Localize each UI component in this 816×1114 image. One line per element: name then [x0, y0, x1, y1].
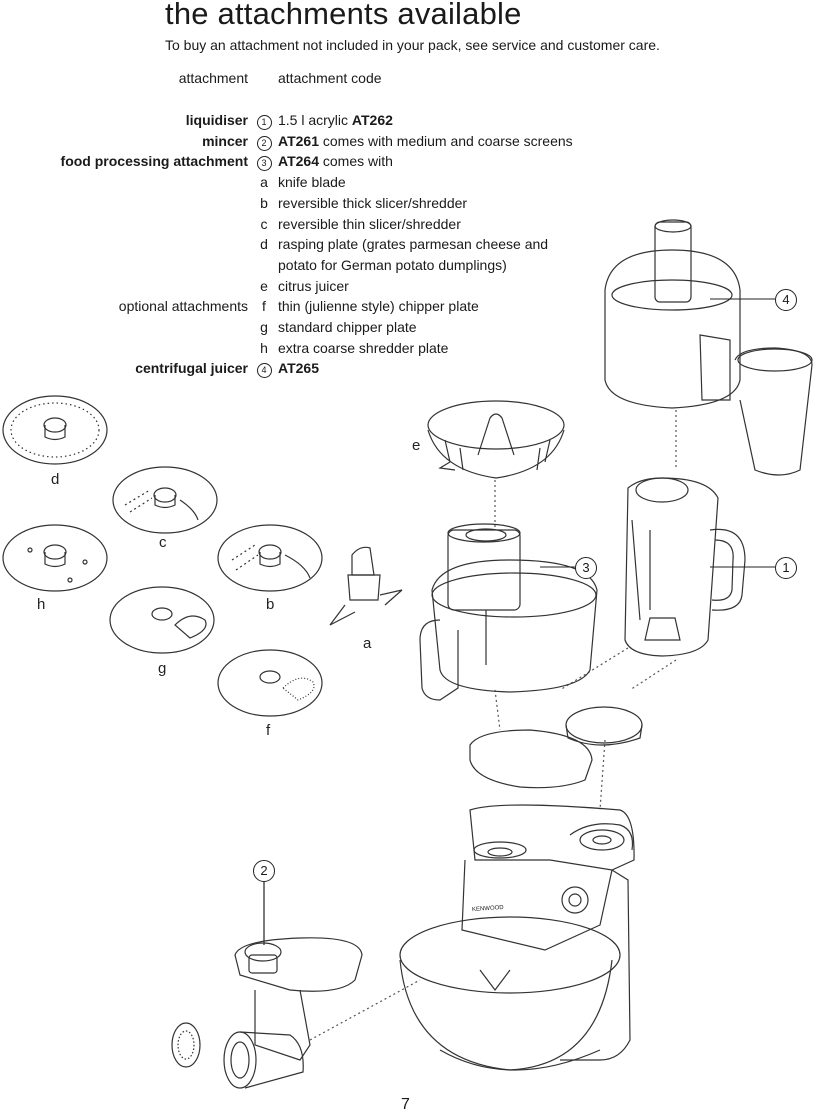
disc-label-f: f	[266, 722, 271, 739]
mincer-drawing	[171, 882, 363, 1089]
knife-blade-drawing	[329, 546, 403, 626]
attachment-row: food processing attachment 3 AT264 comes w…	[0, 151, 816, 172]
circled-number: 1	[256, 115, 272, 130]
attachment-row: mincer 2 AT261 comes with medium and coars…	[0, 131, 816, 151]
attachment-code: AT262	[351, 112, 393, 128]
attachment-description: potato for German potato dumplings)	[278, 255, 507, 275]
attachment-row: b reversible thick slicer/shredder	[0, 193, 816, 213]
attachment-description: AT265	[278, 358, 319, 378]
column-header-attachment: attachment	[178, 70, 248, 86]
callout-3: 3	[575, 557, 597, 579]
description-text: reversible thin slicer/shredder	[278, 215, 461, 232]
item-marker: f	[262, 298, 266, 315]
description-text: citrus juicer	[278, 277, 349, 294]
column-header-row: attachment attachment code	[0, 68, 816, 88]
item-marker: d	[260, 236, 268, 253]
item-marker: 2	[256, 131, 272, 151]
description-text: standard chipper plate	[278, 319, 417, 335]
disc-h-drawing	[2, 524, 108, 592]
page-title: the attachments available	[165, 0, 522, 31]
description-text: potato for German potato dumplings)	[278, 256, 507, 273]
attachment-name: mincer	[202, 132, 248, 149]
description-suffix: comes with	[318, 153, 393, 170]
disc-label-d: d	[51, 471, 60, 488]
description-text: 1.5 l acrylic	[278, 112, 352, 128]
disc-label-b: b	[266, 596, 275, 613]
disc-d-drawing	[2, 395, 108, 465]
attachment-description: extra coarse shredder plate	[278, 338, 448, 358]
callout-4: 4	[775, 289, 797, 311]
attachment-row: optional attachments f thin (julienne styl…	[0, 296, 816, 316]
attachment-row: h extra coarse shredder plate	[0, 338, 816, 358]
liquidiser-drawing	[624, 477, 746, 657]
attachment-description: AT264 comes with	[278, 151, 393, 171]
item-marker: 1	[256, 110, 272, 130]
attachment-row: g standard chipper plate	[0, 317, 816, 337]
page-subtitle: To buy an attachment not included in you…	[165, 37, 660, 53]
circled-number: 3	[256, 156, 272, 172]
circled-number: 4	[256, 363, 272, 379]
attachment-row: liquidiser 1 1.5 l acrylic AT262	[0, 110, 816, 130]
item-marker: c	[260, 215, 268, 232]
callout-1: 1	[775, 557, 797, 579]
food-processor-drawing	[419, 523, 598, 701]
centrifugal-juicer-drawing	[604, 219, 813, 476]
attachment-row: e citrus juicer	[0, 276, 816, 296]
disc-f-drawing	[217, 649, 323, 717]
description-text: rasping plate (grates parmesan cheese an…	[278, 236, 549, 253]
attachment-code: AT261	[278, 132, 319, 149]
attachment-name: optional attachments	[118, 298, 248, 315]
disc-c-drawing	[112, 466, 218, 534]
attachment-description: standard chipper plate	[278, 317, 417, 337]
attachment-description: reversible thin slicer/shredder	[278, 214, 461, 234]
description-text: extra coarse shredder plate	[278, 339, 449, 356]
lids-drawing	[469, 706, 643, 789]
item-marker: g	[260, 319, 268, 335]
disc-label-c: c	[159, 534, 167, 551]
item-marker: h	[260, 339, 268, 356]
attachment-row: c reversible thin slicer/shredder	[0, 214, 816, 234]
disc-label-g: g	[158, 660, 167, 677]
disc-b-drawing	[217, 524, 323, 592]
item-marker: b	[260, 194, 268, 211]
attachment-row: centrifugal juicer 4 AT265	[0, 358, 816, 379]
callout-2: 2	[253, 860, 275, 882]
attachment-row: d rasping plate (grates parmesan cheese a…	[0, 234, 816, 254]
description-text: thin (julienne style) chipper plate	[278, 298, 479, 315]
attachment-name: liquidiser	[185, 112, 248, 128]
attachment-description: citrus juicer	[278, 276, 349, 296]
attachment-description: 1.5 l acrylic AT262	[278, 110, 393, 130]
description-text: reversible thick slicer/shredder	[278, 194, 468, 211]
attachment-name: centrifugal juicer	[135, 360, 248, 377]
attachment-description: rasping plate (grates parmesan cheese an…	[278, 234, 548, 254]
juicer-label-e: e	[412, 437, 421, 454]
stand-mixer-drawing	[399, 804, 635, 1071]
disc-g-drawing	[109, 586, 215, 654]
column-header-code: attachment code	[278, 70, 382, 86]
item-marker: e	[260, 277, 268, 294]
circled-number: 2	[256, 135, 272, 151]
item-marker: a	[260, 174, 268, 191]
item-marker: 3	[256, 151, 272, 172]
attachment-code: AT265	[278, 360, 319, 377]
attachment-description: AT261 comes with medium and coarse scree…	[278, 131, 573, 151]
attachment-name: food processing attachment	[60, 153, 248, 170]
description-text: knife blade	[278, 174, 346, 191]
page-number: 7	[401, 1096, 410, 1113]
attachment-row: a knife blade	[0, 172, 816, 192]
item-marker: 4	[256, 358, 272, 379]
attachment-description: thin (julienne style) chipper plate	[278, 296, 479, 316]
citrus-juicer-drawing	[427, 400, 565, 479]
attachment-code: AT264	[278, 153, 319, 170]
disc-label-h: h	[37, 596, 46, 613]
description-suffix: comes with medium and coarse screens	[318, 132, 573, 149]
attachment-row: potato for German potato dumplings)	[0, 255, 816, 275]
blade-label-a: a	[363, 635, 372, 652]
attachment-description: reversible thick slicer/shredder	[278, 193, 467, 213]
attachment-description: knife blade	[278, 172, 346, 192]
